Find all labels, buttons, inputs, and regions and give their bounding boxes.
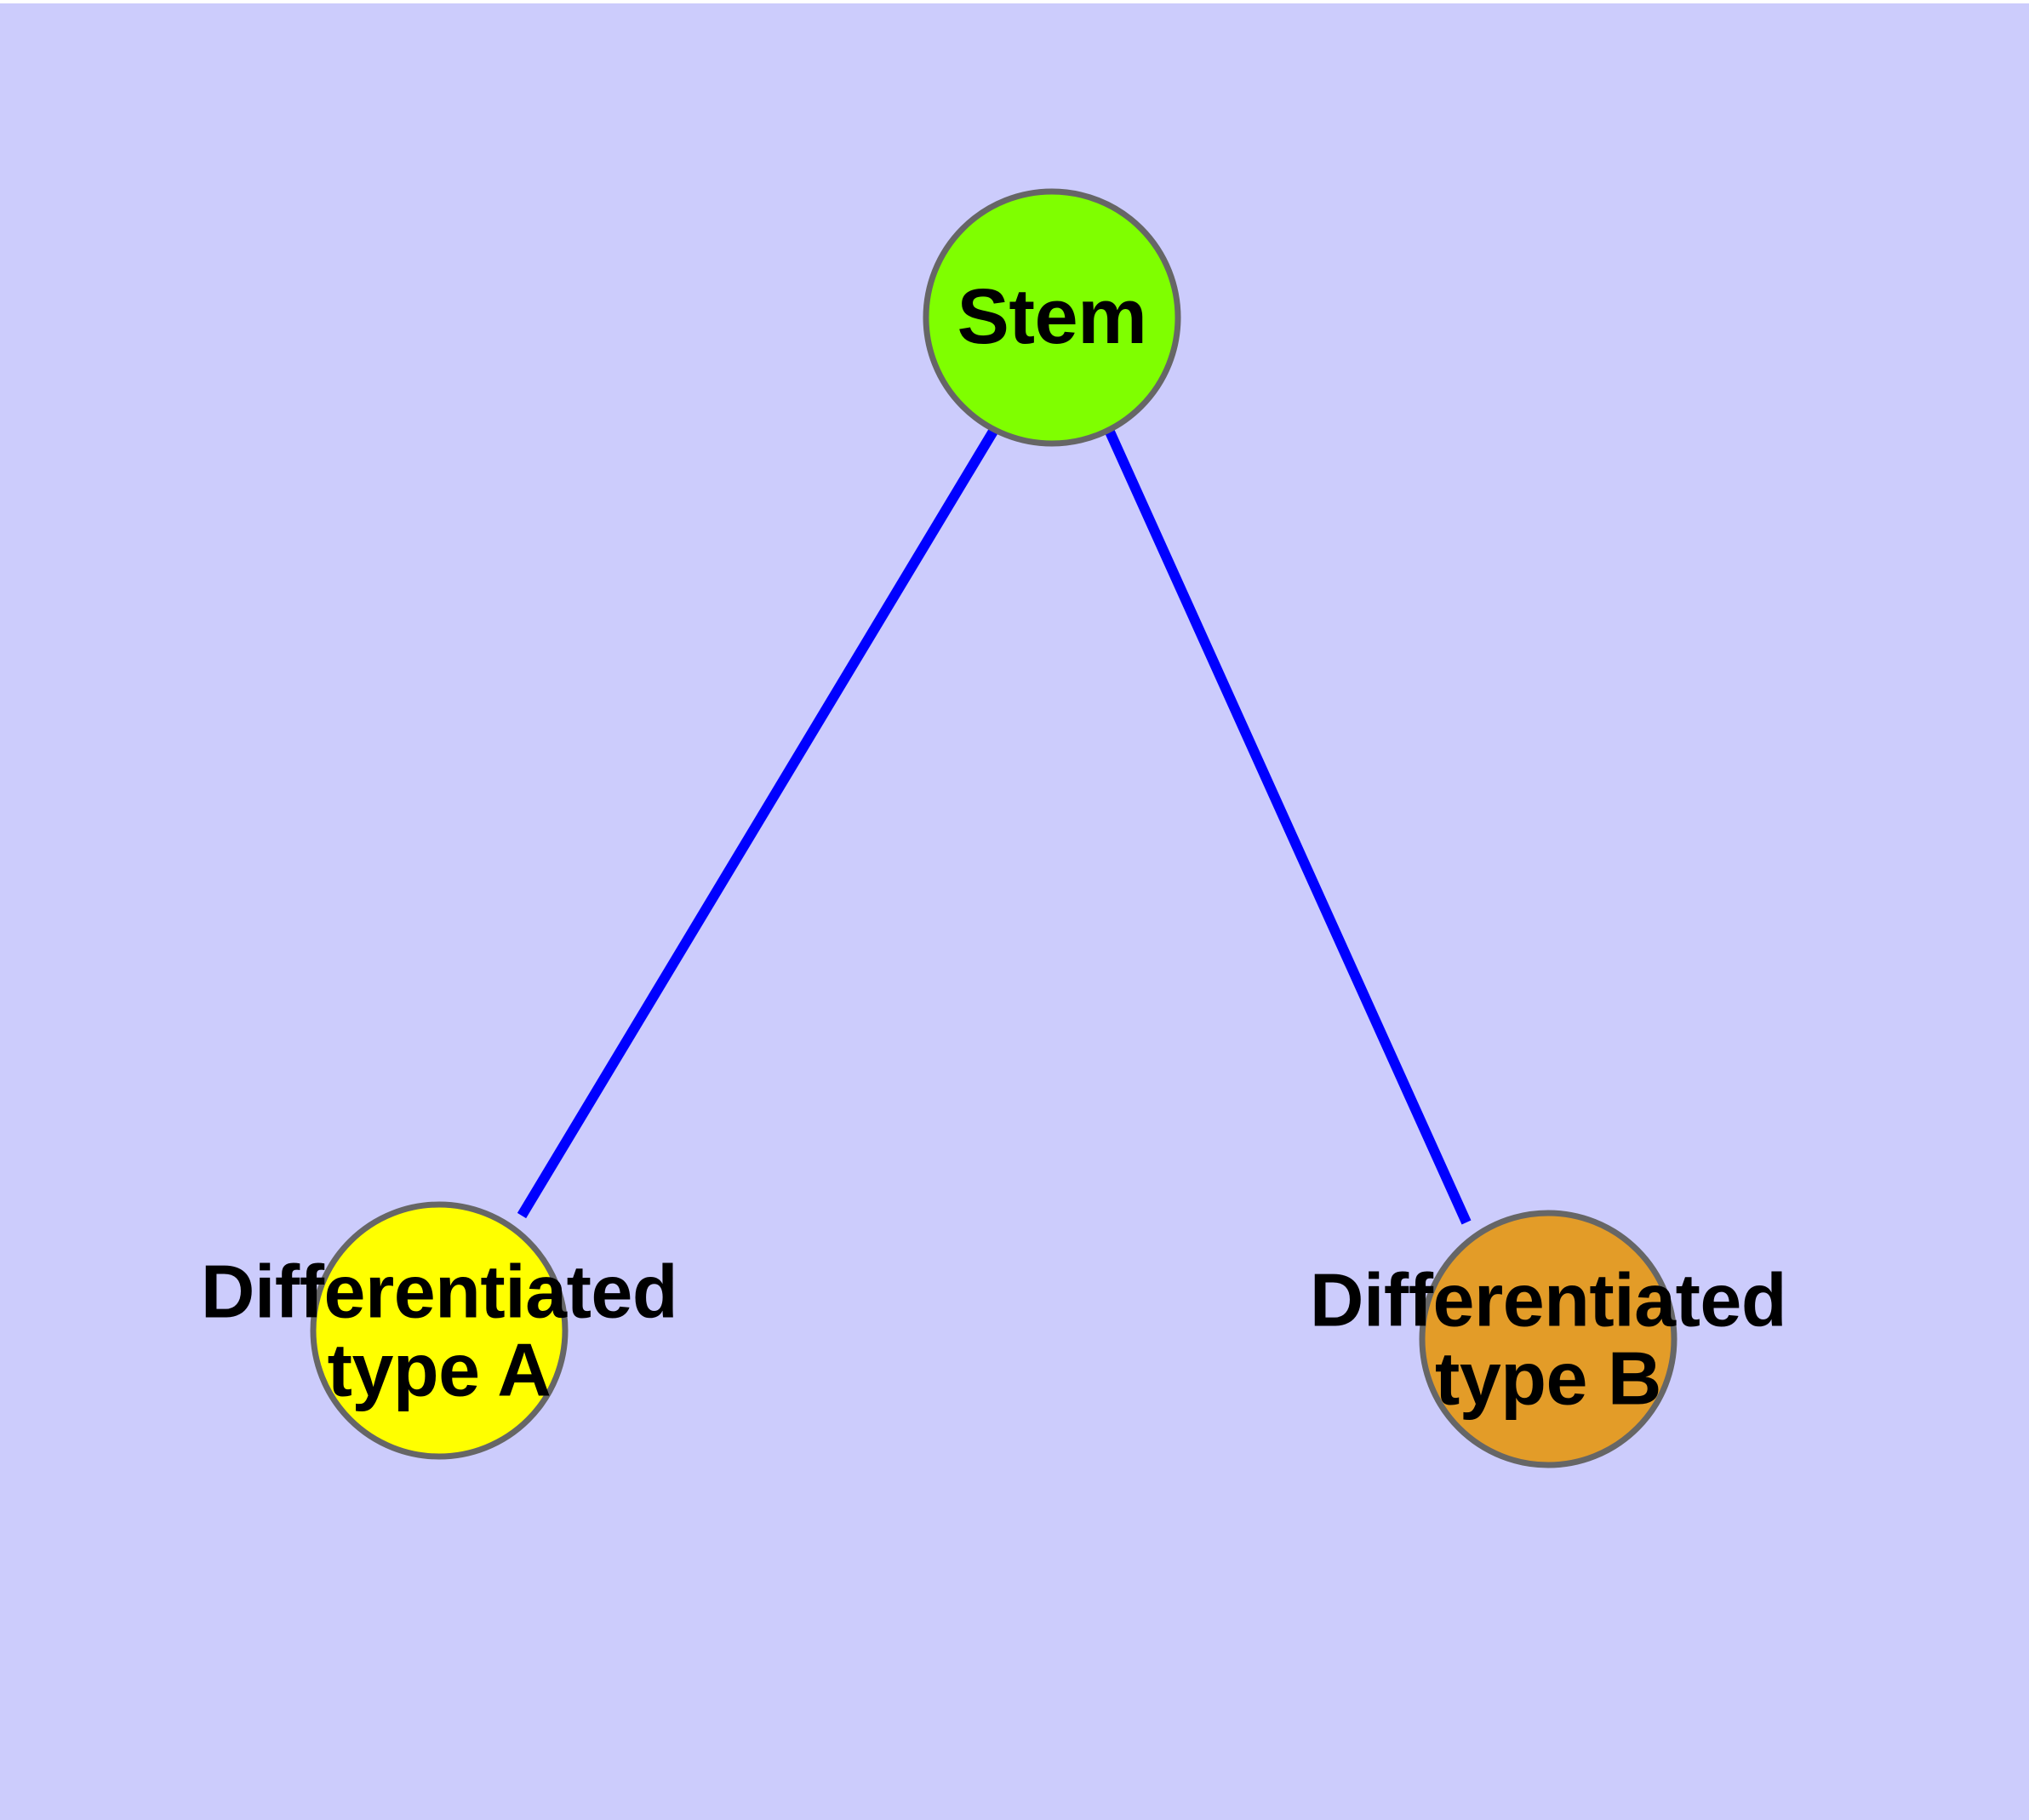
graph-node-diff_a[interactable] — [310, 1201, 569, 1460]
graph-node-stem[interactable] — [923, 188, 1181, 447]
edge-layer — [517, 426, 1472, 1225]
graph-node-diff_b[interactable] — [1419, 1210, 1677, 1468]
graph-edge[interactable] — [517, 426, 999, 1219]
node-layer — [310, 188, 1677, 1468]
graph-edge[interactable] — [1104, 427, 1472, 1225]
